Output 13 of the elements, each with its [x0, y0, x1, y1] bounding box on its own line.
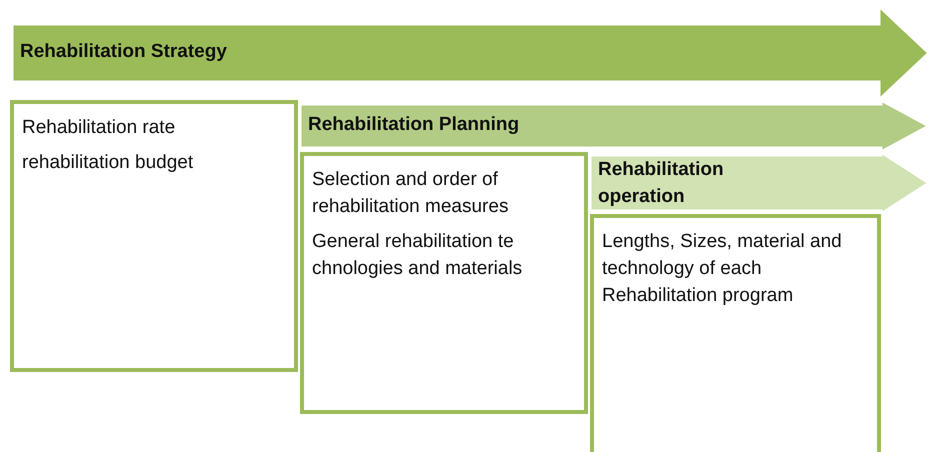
body-text: General rehabilitation te chnologies and materials — [312, 230, 524, 281]
content-box — [10, 100, 298, 372]
stage-heading: Rehabilitation operation — [598, 158, 725, 209]
arrow-band — [590, 152, 929, 214]
content-box — [590, 214, 881, 452]
arrow-band — [300, 100, 929, 152]
body-text: rehabilitation budget — [22, 151, 194, 175]
content-box — [300, 152, 588, 414]
stage-heading: Rehabilitation Strategy — [20, 40, 228, 64]
body-text: Lengths, Sizes, material and technology of each Rehabilitation program — [602, 230, 843, 308]
body-text: Rehabilitation rate — [22, 116, 176, 140]
body-text: Selection and order of rehabilitation measures — [312, 168, 510, 219]
stage-heading: Rehabilitation Planning — [308, 113, 520, 137]
